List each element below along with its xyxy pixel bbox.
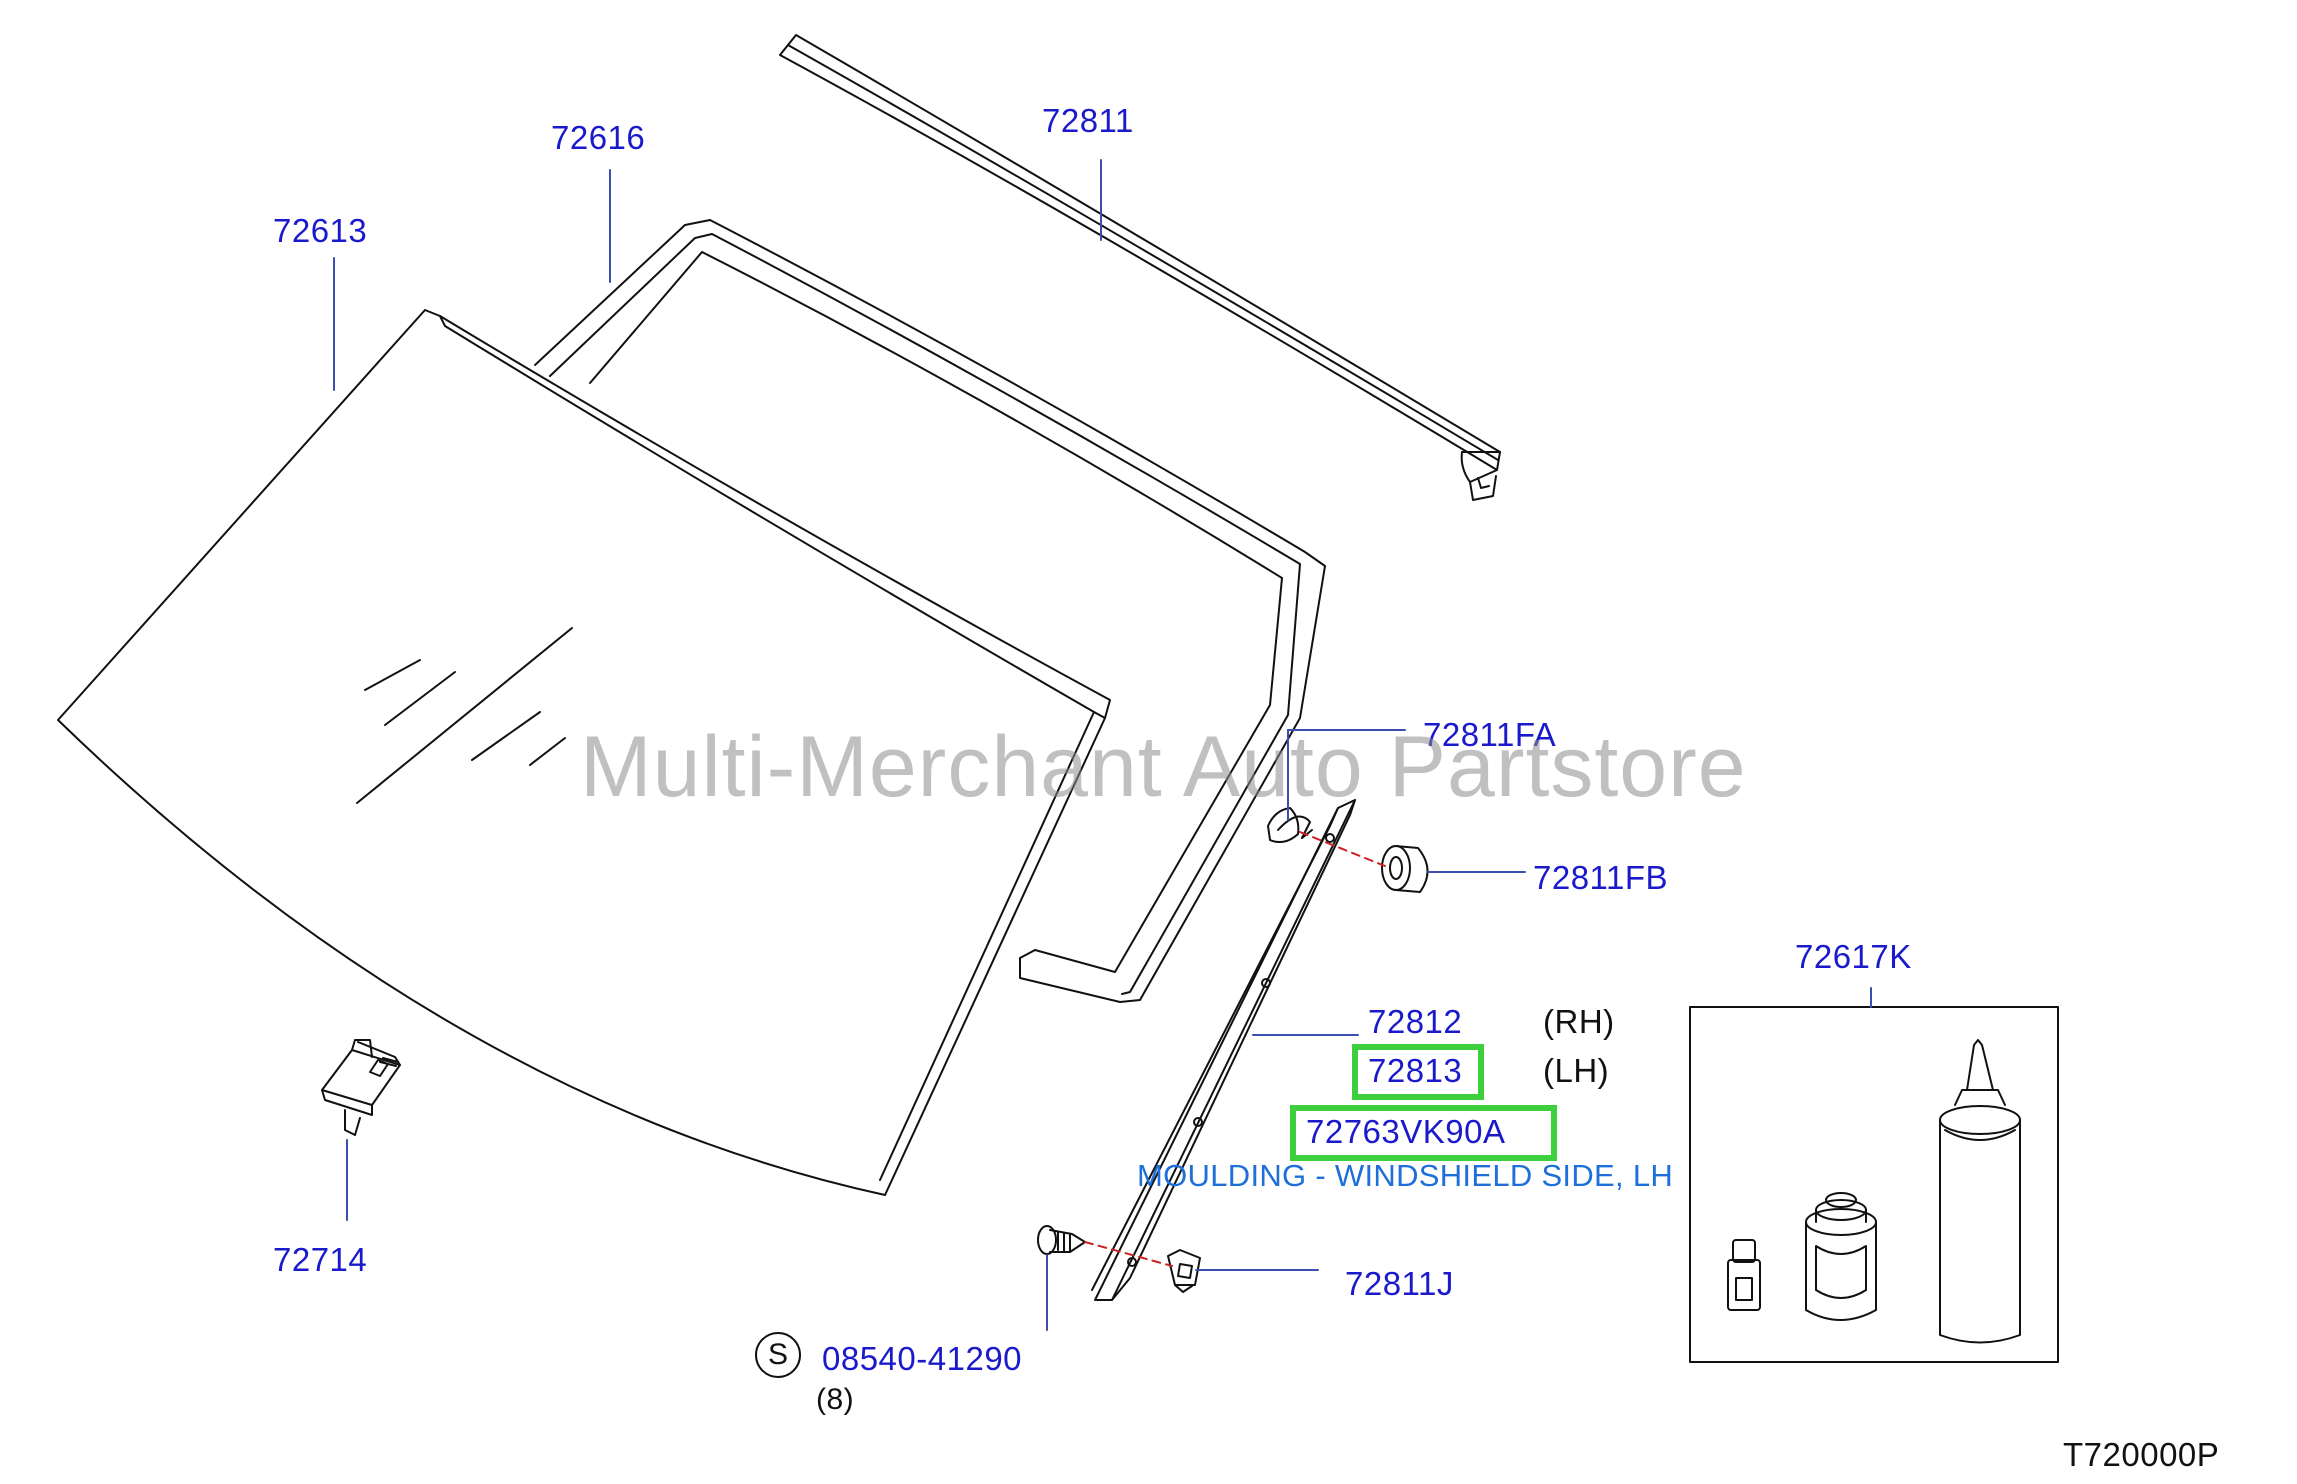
watermark-text: Multi-Merchant Auto Partstore (580, 719, 1747, 815)
highlighted-part-description: MOULDING - WINDSHIELD SIDE, LH (1137, 1158, 1674, 1193)
part-label-72714[interactable]: 72714 (273, 1241, 368, 1278)
side-moulding-72812-72813 (1091, 799, 1356, 1301)
standard-part-s-icon: S (755, 1332, 801, 1378)
side-label-lh: (LH) (1543, 1052, 1610, 1089)
highlight-box-72813 (1352, 1044, 1484, 1100)
windshield-glass-72613 (57, 309, 1111, 1196)
part-label-72811FA[interactable]: 72811FA (1423, 716, 1557, 753)
part-label-72811J[interactable]: 72811J (1345, 1265, 1454, 1302)
part-label-72811FB[interactable]: 72811FB (1533, 859, 1668, 896)
bracket-72714 (321, 1039, 401, 1136)
part-label-72812[interactable]: 72812 (1368, 1003, 1463, 1040)
part-label-72617K[interactable]: 72617K (1795, 938, 1912, 975)
leader-lines (333, 159, 1872, 1331)
part-label-72613[interactable]: 72613 (273, 212, 368, 249)
weatherstrip-frame-72616 (534, 219, 1326, 1003)
part-label-72763VK90A[interactable]: 72763VK90A (1306, 1113, 1506, 1150)
side-label-rh: (RH) (1543, 1003, 1615, 1040)
part-label-72811[interactable]: 72811 (1042, 102, 1134, 139)
highlight-box-72763VK90A (1290, 1105, 1557, 1161)
diagram-code: T720000P (2063, 1436, 2220, 1473)
alignment-dashes (1084, 831, 1386, 1267)
screw-quantity: (8) (816, 1383, 855, 1416)
top-moulding-72811 (779, 34, 1501, 501)
part-label-08540-41290[interactable]: 08540-41290 (822, 1340, 1023, 1377)
screw-08540-41290 (1037, 1225, 1086, 1255)
clip-72811J (1167, 1249, 1201, 1293)
part-label-72813[interactable]: 72813 (1368, 1052, 1463, 1089)
part-label-72616[interactable]: 72616 (551, 119, 646, 156)
grommet-72811FB (1381, 845, 1429, 893)
adhesive-kit-72617K (1689, 1006, 2059, 1363)
